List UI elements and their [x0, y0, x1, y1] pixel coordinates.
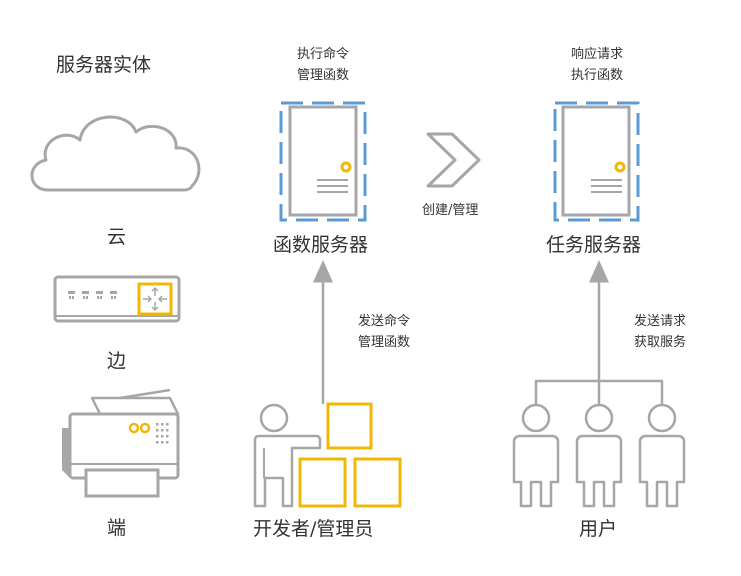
chevron-right-icon — [426, 132, 481, 188]
task-server-label: 任务服务器 — [546, 234, 642, 256]
developer-person-icon — [253, 403, 322, 508]
function-server-note: 执行命令 管理函数 — [282, 44, 364, 86]
switch-icon — [53, 275, 181, 323]
developer-note-line2: 管理函数 — [357, 335, 410, 350]
server-entities-title: 服务器实体 — [56, 54, 152, 76]
users-note-line2: 获取服务 — [633, 335, 686, 350]
users-note: 发送请求 获取服务 — [619, 311, 701, 353]
developer-note: 发送命令 管理函数 — [343, 311, 425, 353]
users-note-line1: 发送请求 — [633, 314, 686, 329]
task-server-note: 响应请求 执行函数 — [556, 44, 638, 86]
end-label: 端 — [107, 517, 127, 539]
user-person-icon-2 — [575, 403, 623, 508]
task-server-note-line2: 执行函数 — [570, 68, 623, 83]
users-to-task-arrow — [534, 260, 664, 404]
users-label: 用户 — [579, 518, 618, 540]
boxes-icon — [298, 402, 402, 508]
edge-label: 边 — [107, 350, 127, 372]
cloud-label: 云 — [107, 226, 127, 248]
function-server-note-line2: 管理函数 — [296, 68, 349, 83]
cloud-icon — [30, 115, 201, 192]
task-server-note-line1: 响应请求 — [570, 47, 623, 62]
developer-note-line1: 发送命令 — [357, 314, 410, 329]
user-person-icon-1 — [512, 403, 560, 508]
function-server-label: 函数服务器 — [273, 234, 369, 256]
user-person-icon-3 — [638, 403, 686, 508]
create-manage-label: 创建/管理 — [422, 203, 479, 218]
developer-label: 开发者/管理员 — [253, 518, 374, 540]
function-server-icon — [279, 101, 367, 222]
function-server-note-line1: 执行命令 — [296, 47, 349, 62]
printer-icon — [62, 388, 180, 498]
task-server-icon — [553, 101, 640, 222]
